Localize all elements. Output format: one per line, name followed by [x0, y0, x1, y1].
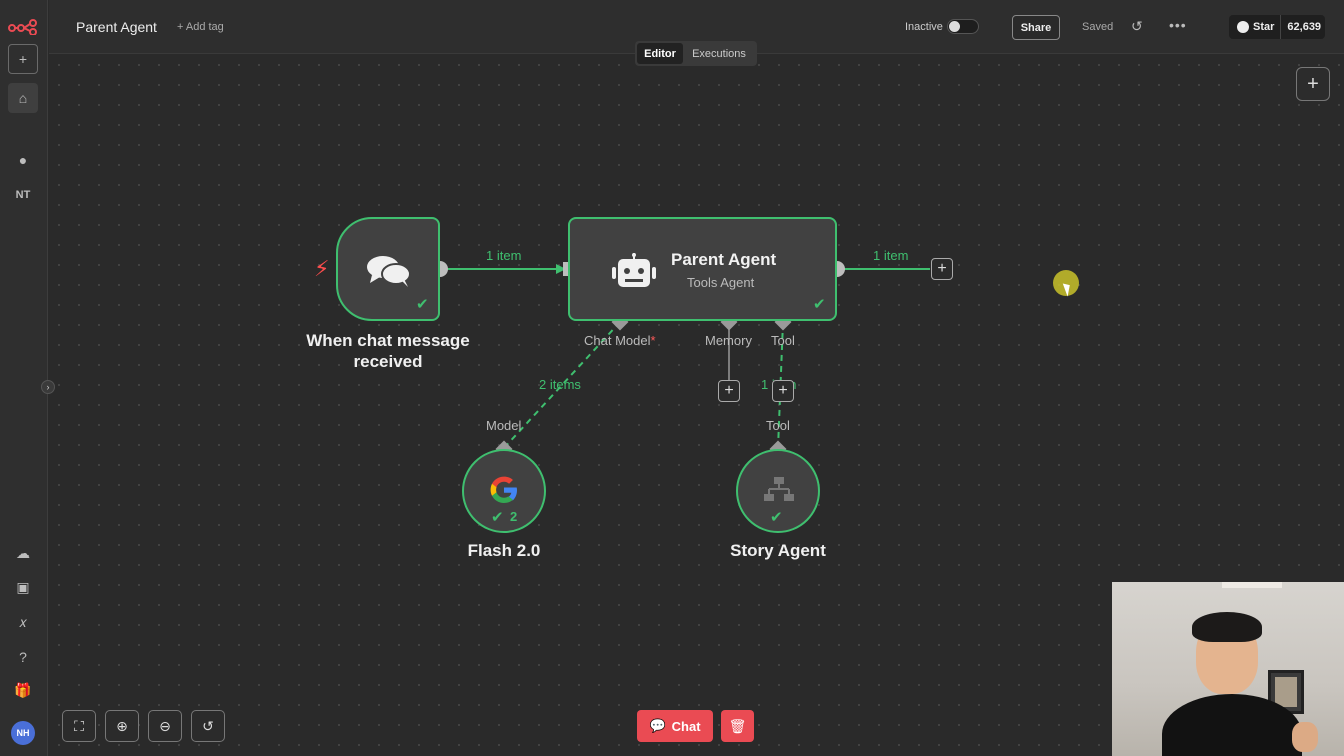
expand-sidebar-chevron-icon[interactable]: › — [41, 380, 55, 394]
github-icon — [1237, 21, 1249, 33]
workflow-tool-icon — [764, 477, 794, 501]
avatar[interactable]: NH — [11, 721, 35, 745]
add-tag-button[interactable]: + Add tag — [177, 21, 224, 33]
add-memory-button[interactable]: + — [718, 380, 740, 402]
trigger-node-label: When chat message received — [306, 331, 470, 371]
gift-icon[interactable]: 🎁 — [14, 681, 32, 698]
node-parent-agent[interactable]: ✔ — [568, 217, 837, 321]
edge-label-trigger-agent: 1 item — [486, 248, 522, 263]
github-star-count: 62,639 — [1287, 21, 1322, 33]
help-icon[interactable]: ? — [19, 649, 27, 665]
robot-icon — [612, 253, 656, 287]
variables-icon[interactable]: 𝑥 — [19, 613, 27, 630]
node-story-agent[interactable]: ✔ — [736, 449, 820, 533]
node-chat-trigger[interactable]: ✔ — [336, 217, 440, 321]
cloud-icon[interactable]: ☁ — [16, 544, 30, 561]
success-check-icon: ✔ — [416, 296, 429, 313]
node-flash[interactable]: ✔ 2 — [462, 449, 546, 533]
active-toggle[interactable] — [947, 19, 979, 34]
agent-node-title: Parent Agent — [671, 250, 777, 269]
tab-executions[interactable]: Executions — [692, 47, 746, 60]
flash-node-label: Flash 2.0 — [467, 541, 541, 560]
port-label-memory: Memory — [705, 333, 752, 348]
port-label-tool-in: Tool — [766, 418, 790, 433]
port-label-tool: Tool — [771, 333, 795, 348]
google-logo-icon — [490, 476, 517, 503]
cursor-highlight — [1053, 270, 1079, 296]
share-button[interactable]: Share — [1012, 15, 1060, 40]
chat-button[interactable]: 💬 Chat — [637, 710, 713, 742]
left-sidebar: + ⌂ ● NT ☁ ▣ 𝑥 ? 🎁 NH — [0, 0, 48, 756]
github-star-button[interactable]: Star 62,639 — [1229, 15, 1325, 39]
top-header: Parent Agent + Add tag Inactive Share Sa… — [49, 0, 1344, 54]
trigger-bolt-icon: ⚡ — [314, 256, 330, 281]
create-plus-icon[interactable]: + — [8, 44, 38, 74]
history-icon[interactable]: ↺ — [1131, 18, 1143, 34]
reset-zoom-icon[interactable]: ↺ — [191, 710, 225, 742]
n8n-logo-icon[interactable] — [8, 12, 38, 42]
delete-icon[interactable]: 🗑 — [721, 710, 754, 742]
zoom-in-icon[interactable]: ⊕ — [105, 710, 139, 742]
edge-label-model: 2 items — [539, 377, 581, 392]
agent-output-add-button[interactable]: + — [931, 258, 953, 280]
workflow-canvas[interactable] — [49, 55, 1344, 756]
workflow-title[interactable]: Parent Agent — [76, 19, 157, 35]
chat-bubbles-icon — [367, 256, 411, 287]
view-tabs: Editor Executions — [635, 41, 757, 66]
success-check-icon: ✔ — [491, 509, 504, 526]
edge-label-agent-out: 1 item — [873, 248, 909, 263]
saved-status: Saved — [1082, 21, 1114, 33]
webcam-overlay — [1112, 582, 1344, 756]
agent-node-subtitle: Tools Agent — [687, 275, 755, 290]
zoom-out-icon[interactable]: ⊖ — [148, 710, 182, 742]
more-options-icon[interactable]: ••• — [1169, 17, 1187, 33]
success-check-icon: ✔ — [813, 296, 826, 313]
fit-view-icon[interactable]: ⛶ — [62, 710, 96, 742]
project-initials[interactable]: NT — [15, 189, 31, 201]
templates-icon[interactable]: ▣ — [16, 578, 30, 595]
agent-input-port — [563, 262, 571, 276]
home-icon[interactable]: ⌂ — [8, 83, 38, 113]
status-label: Inactive — [905, 21, 943, 33]
chat-bubble-icon: 💬 — [649, 718, 666, 733]
add-tool-button[interactable]: + — [772, 380, 794, 402]
user-icon[interactable]: ● — [18, 152, 28, 168]
success-check-icon: ✔ — [770, 509, 783, 526]
github-star-label: Star — [1253, 21, 1275, 33]
run-count: 2 — [510, 509, 518, 524]
tab-editor[interactable]: Editor — [637, 43, 683, 64]
port-label-model: Model — [486, 418, 522, 433]
story-node-label: Story Agent — [730, 541, 826, 560]
port-label-chat-model: Chat Model* — [584, 333, 656, 348]
add-node-button[interactable]: + — [1296, 67, 1330, 101]
